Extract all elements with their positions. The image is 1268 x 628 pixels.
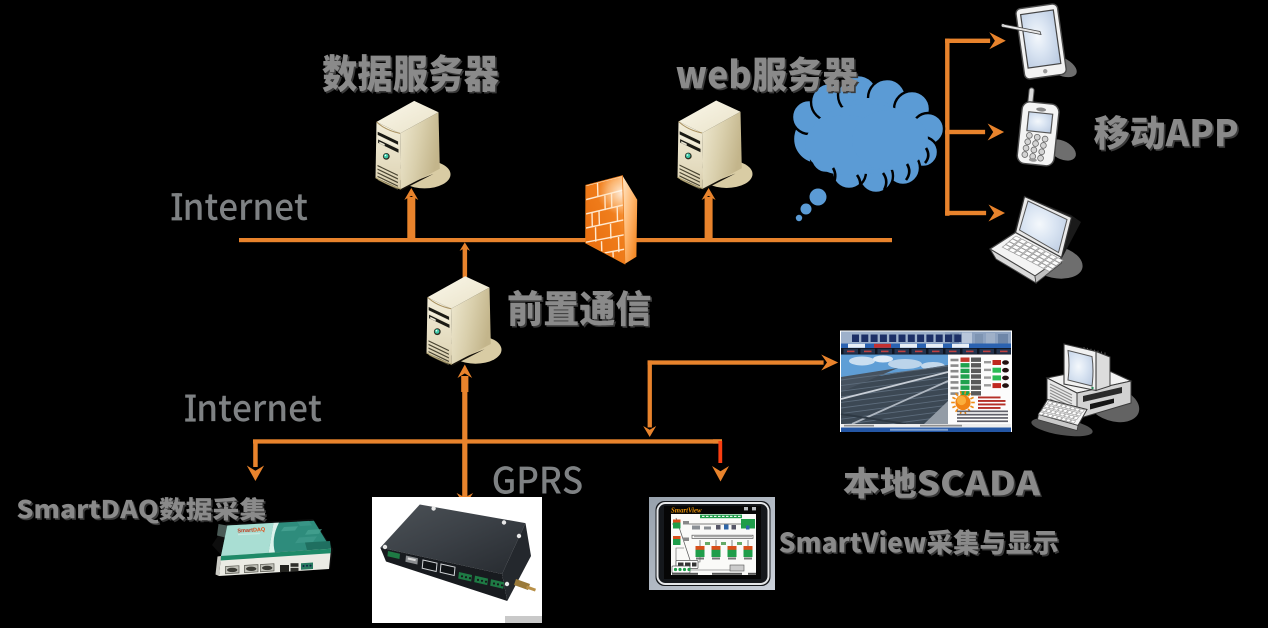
- svg-text:SmartDAQ: SmartDAQ: [237, 527, 266, 534]
- svg-text:SmartView: SmartView: [671, 508, 702, 515]
